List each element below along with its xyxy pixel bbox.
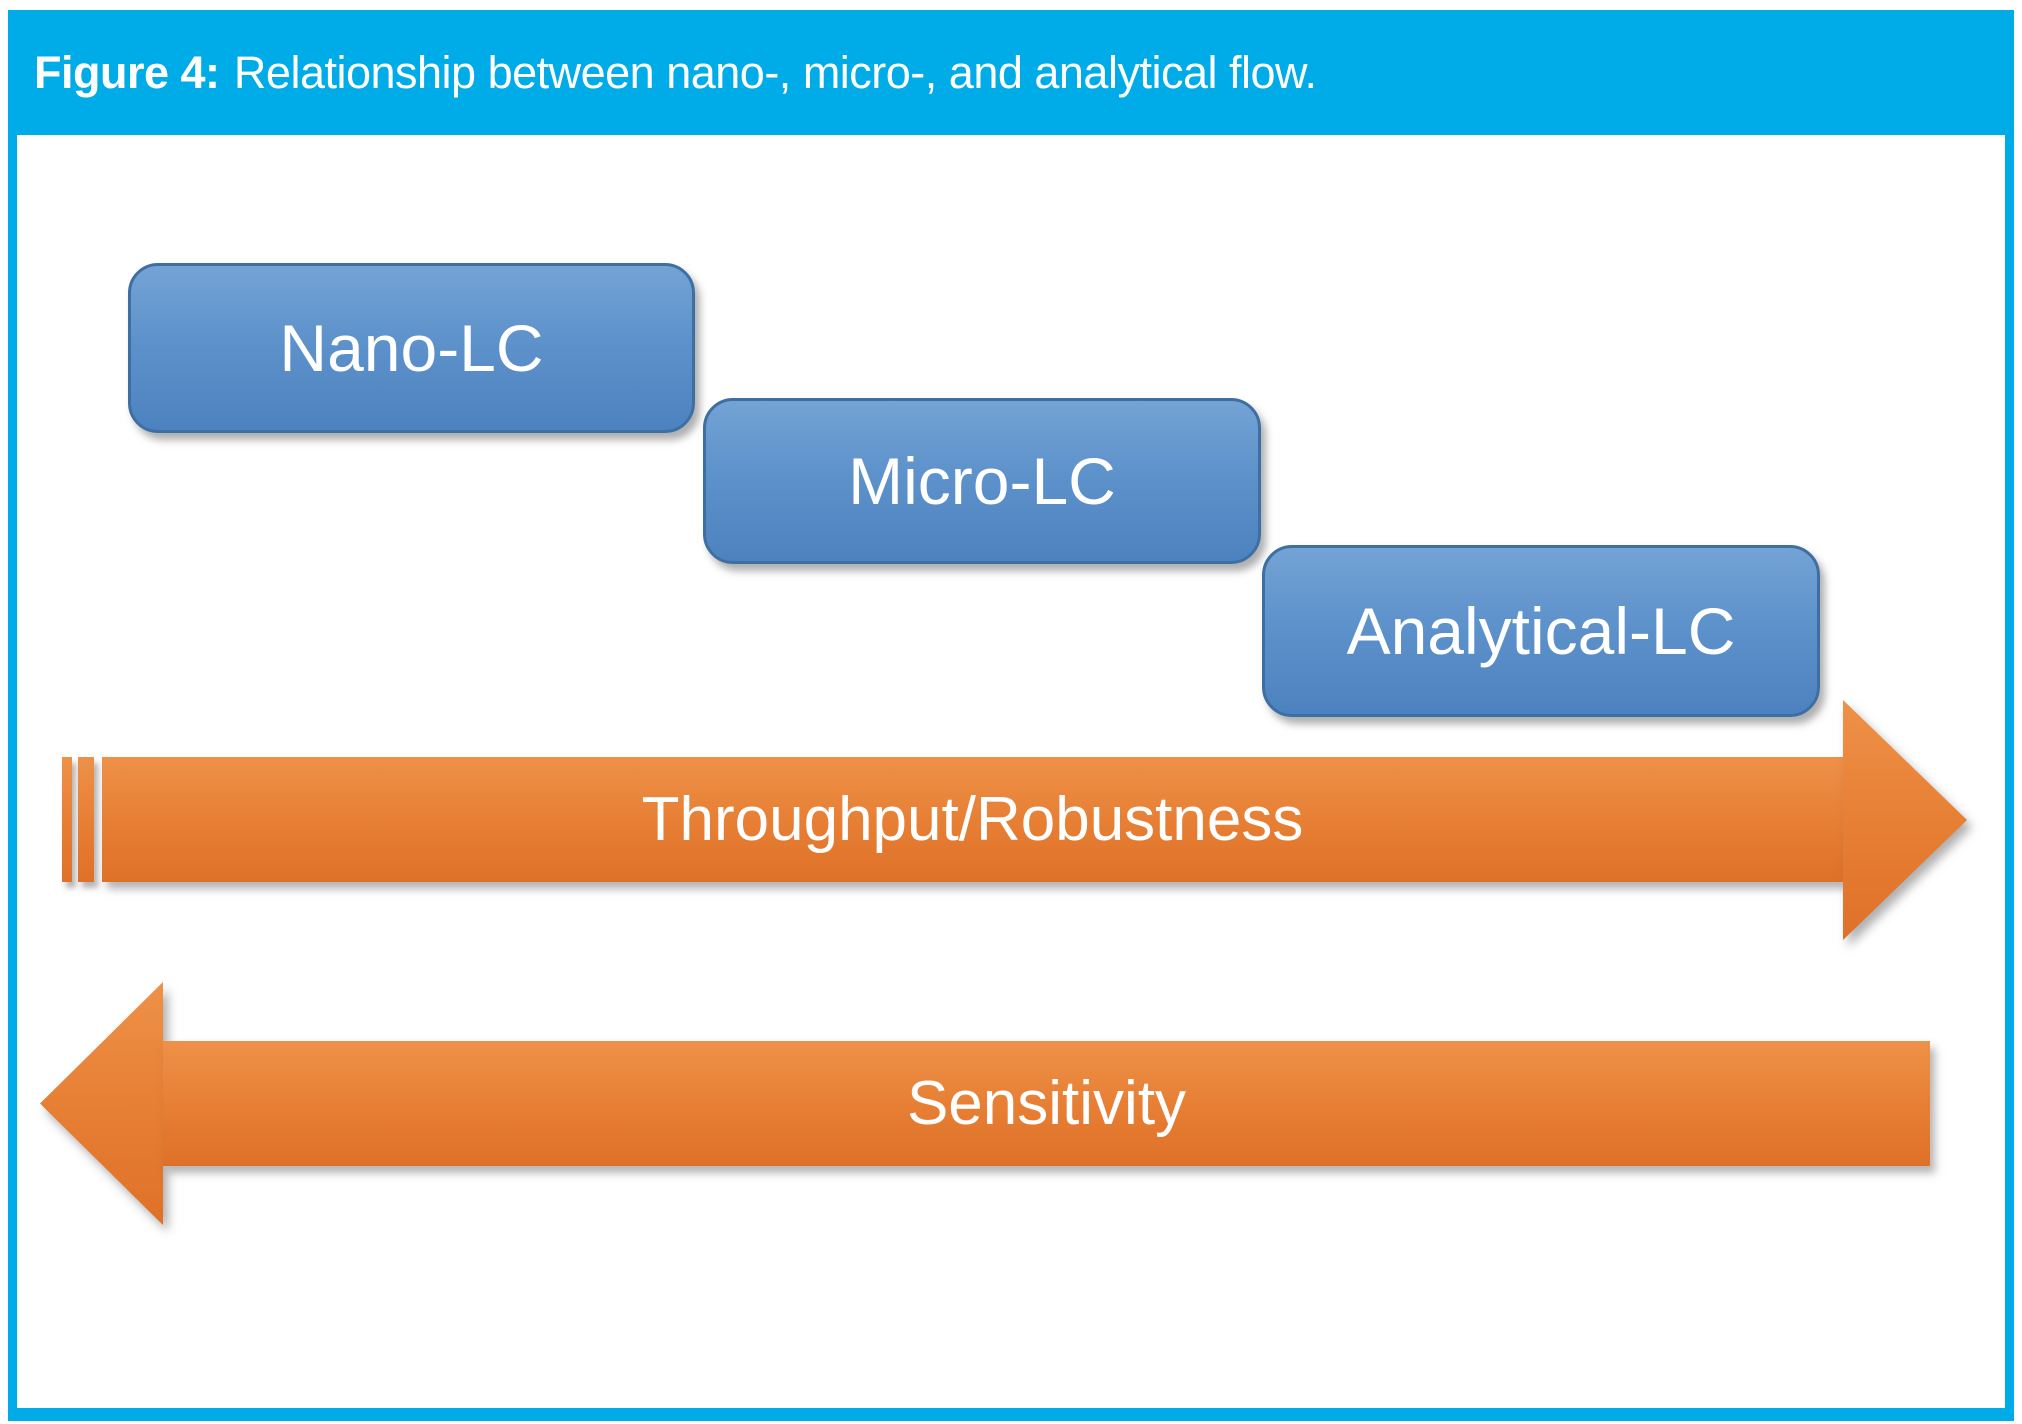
analytical-lc-label: Analytical-LC	[1346, 594, 1736, 668]
nano-lc-label: Nano-LC	[279, 311, 544, 385]
sensitivity-arrow-body: Sensitivity	[163, 1041, 1930, 1166]
figure-header-band: Figure 4:Relationship between nano-, mic…	[8, 10, 2014, 135]
analytical-lc-box: Analytical-LC	[1262, 545, 1820, 717]
throughput-arrow-tail-dash-1	[62, 757, 72, 882]
sensitivity-arrow-head-icon	[40, 982, 163, 1225]
nano-lc-box: Nano-LC	[128, 263, 695, 433]
micro-lc-box: Micro-LC	[703, 398, 1261, 564]
micro-lc-label: Micro-LC	[848, 444, 1116, 518]
figure-title: Figure 4:Relationship between nano-, mic…	[34, 47, 1317, 99]
figure-caption: Relationship between nano-, micro-, and …	[233, 46, 1317, 98]
figure-number-label: Figure 4:	[34, 46, 220, 98]
throughput-arrow-head-icon	[1843, 700, 1967, 940]
throughput-arrow-tail-dash-2	[78, 757, 94, 882]
throughput-arrow-label: Throughput/Robustness	[641, 785, 1304, 854]
throughput-arrow-body: Throughput/Robustness	[102, 757, 1843, 882]
frame-border-bottom	[8, 1408, 2014, 1421]
sensitivity-arrow-label: Sensitivity	[906, 1069, 1187, 1138]
frame-border-right	[2005, 135, 2014, 1421]
frame-border-left	[8, 135, 17, 1421]
